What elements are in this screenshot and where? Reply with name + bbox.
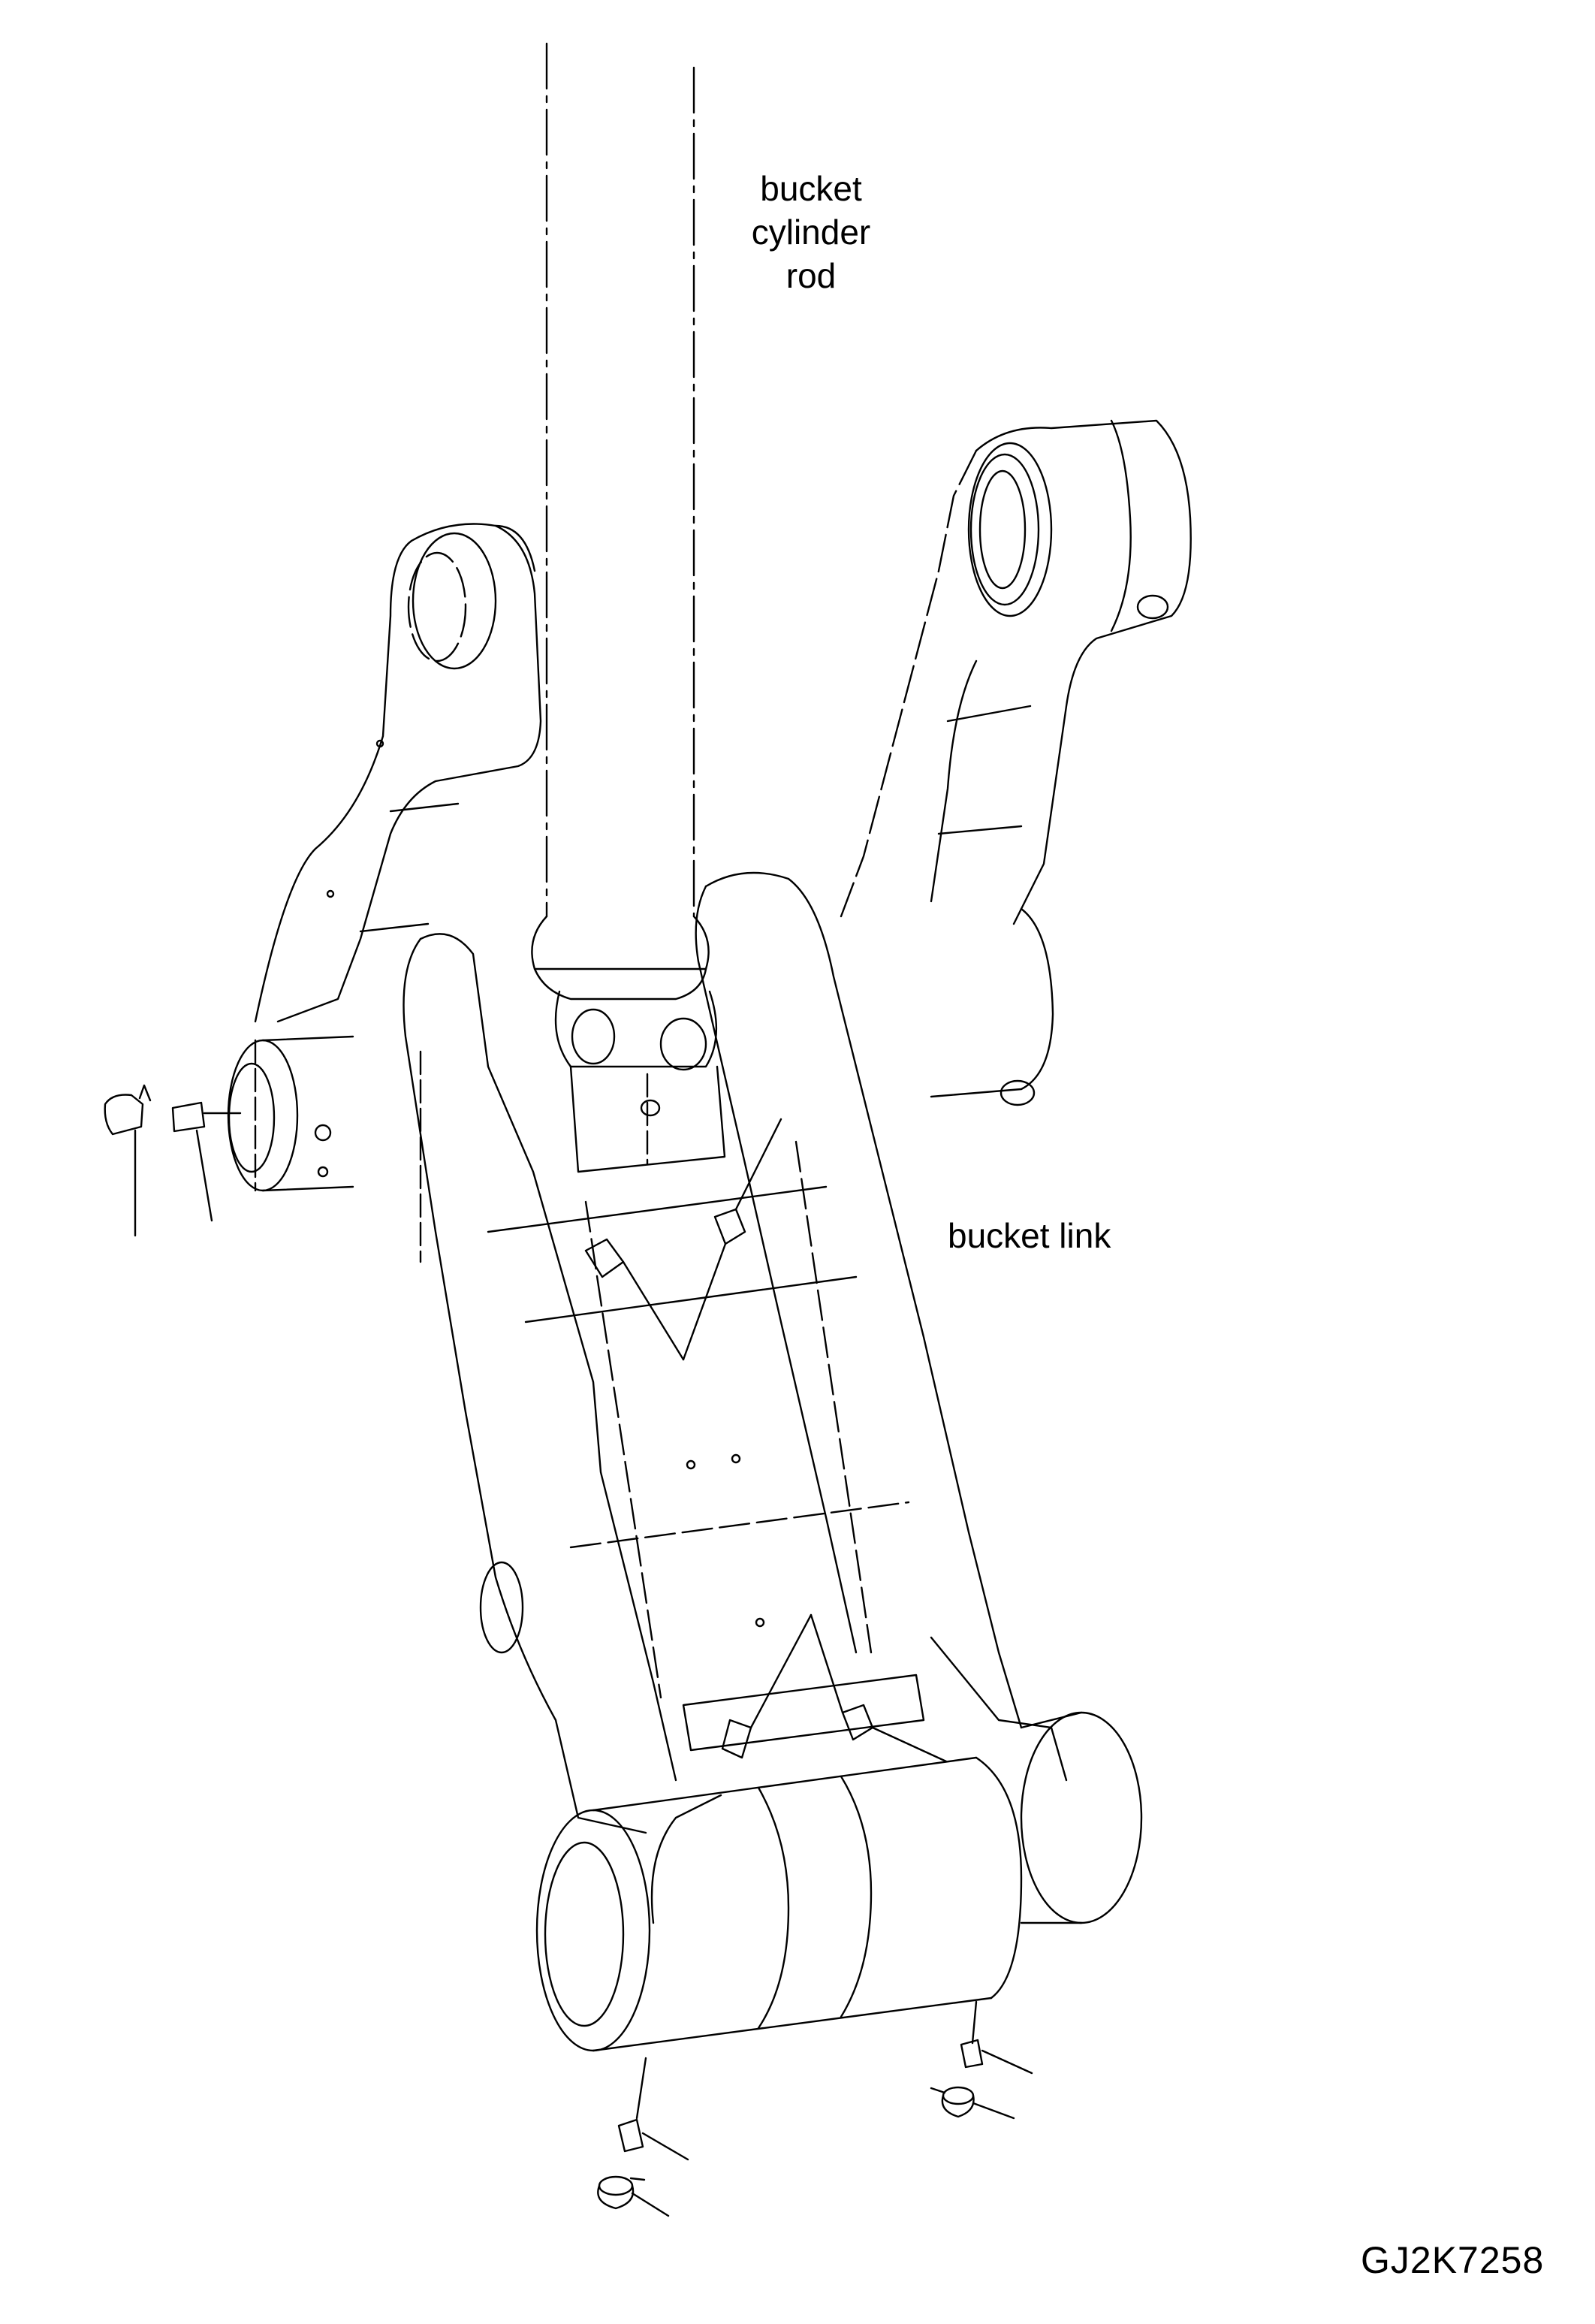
upper-left-pin [227, 1035, 422, 1263]
bucket-link-label: bucket link [948, 1216, 1111, 1255]
drawing-code: GJ2K7258 [1361, 2239, 1545, 2281]
cylinder-rod-end [531, 915, 726, 1173]
cylinder-rod-phantom [545, 42, 695, 918]
bushing-lower-right [810, 1613, 948, 1763]
lower-right-grease-fitting [930, 2000, 1033, 2120]
bucket-cylinder-rod-label: bucket cylinder rod [721, 167, 901, 297]
bucket-link-body [403, 871, 1068, 1834]
rod-label-line-2: cylinder [751, 213, 871, 252]
lower-pin-boss [535, 1711, 1143, 2052]
left-link-plate [254, 523, 542, 1023]
bushing-lower-left [721, 1613, 813, 1759]
bushing-upper-left [584, 1238, 685, 1361]
rod-label-line-1: bucket [760, 169, 862, 208]
lower-left-grease-fitting [597, 2057, 689, 2217]
right-link-arm [840, 419, 1192, 1106]
rod-label-line-3: rod [785, 256, 837, 295]
bushing-upper-right [682, 1118, 782, 1361]
upper-left-grease-fitting [104, 1084, 242, 1237]
